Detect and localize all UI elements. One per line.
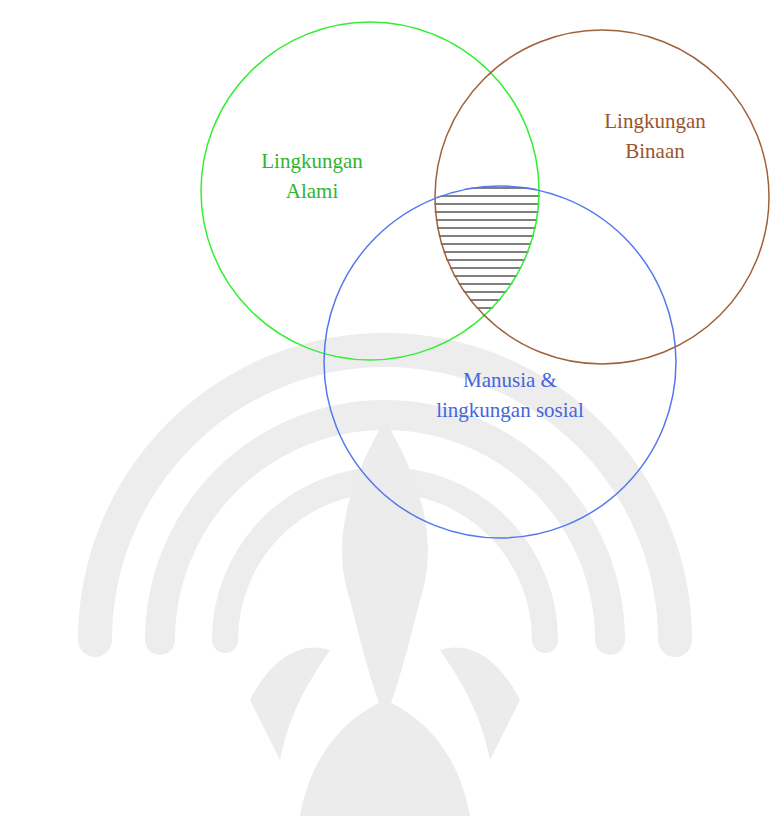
circle-label: Lingkungan Binaan [593, 106, 718, 166]
watermark-figure [250, 420, 520, 816]
circle-line [324, 186, 676, 538]
circle-label: Lingkungan Alami [250, 146, 375, 206]
venn-circle: Lingkungan Alami [200, 21, 540, 361]
circle-line [201, 22, 539, 360]
venn-circle: Lingkungan Binaan [434, 29, 770, 365]
circle-outline [323, 185, 677, 539]
circle-outline [200, 21, 540, 361]
circle-label: Manusia & lingkungan sosial [419, 365, 601, 425]
circle-line [435, 30, 769, 364]
circle-outline [434, 29, 770, 365]
venn-circle: Manusia & lingkungan sosial [323, 185, 677, 539]
